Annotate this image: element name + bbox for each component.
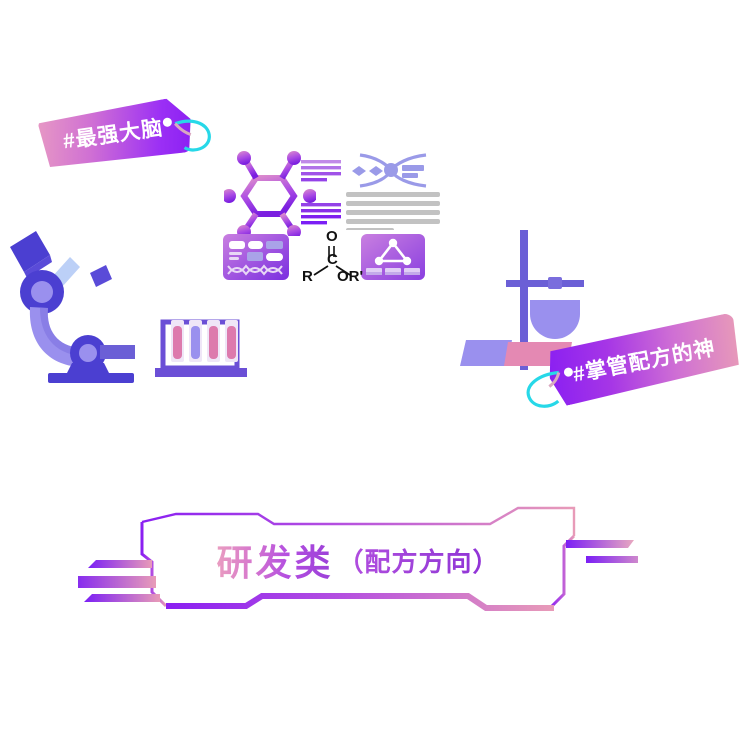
tag-string-icon [526, 370, 561, 408]
ester-structural-formula: O C R OR' [302, 228, 364, 285]
text-lines-upper [301, 160, 341, 182]
card-triangle-molecule [361, 234, 425, 280]
benzene-ring-molecule [224, 151, 316, 236]
chromosome-x [346, 153, 440, 230]
test-tube-2 [191, 326, 200, 359]
group-r-label: R [302, 268, 313, 285]
tag-string-icon [174, 119, 211, 152]
atom-c-label: C [327, 251, 338, 268]
text-lines-lower [301, 203, 341, 225]
tag-formula-god[interactable]: #掌管配方的神 [526, 312, 744, 408]
test-tube-1 [173, 326, 182, 359]
microscope [10, 231, 135, 383]
test-tube-rack [155, 319, 247, 377]
test-tube-3 [209, 326, 218, 359]
atom-o-label: O [326, 228, 338, 245]
group-or-label: OR' [337, 268, 364, 285]
retort-stand [460, 230, 584, 370]
card-dna-analysis [223, 234, 289, 280]
test-tube-4 [227, 326, 236, 359]
round-bottom-flask [530, 300, 580, 339]
tag-strongest-brain[interactable]: #最强大脑 [37, 96, 211, 173]
banner: 研发类 （配方方向） [78, 500, 638, 620]
